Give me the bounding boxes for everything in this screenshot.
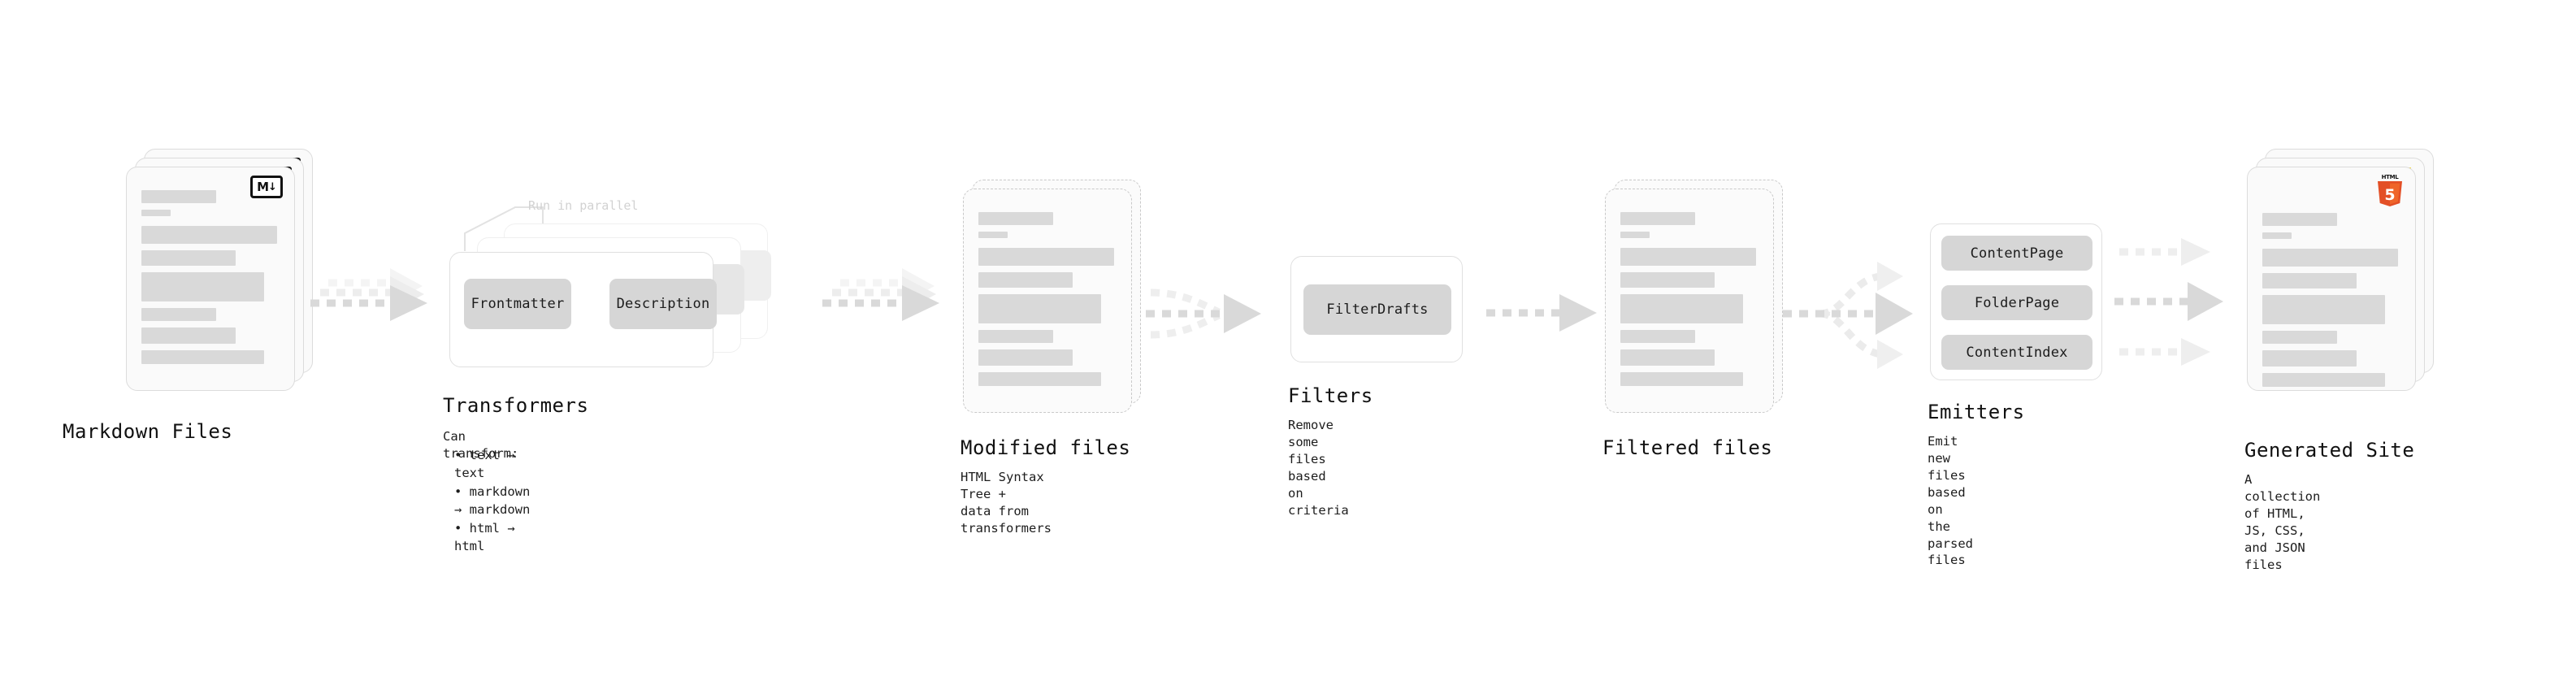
content-bar — [2262, 331, 2337, 344]
emitter-pill-folderpage[interactable]: FolderPage — [1941, 285, 2092, 320]
content-bar — [141, 350, 265, 364]
content-bar — [2262, 273, 2357, 288]
stage-title: Transformers — [443, 394, 589, 417]
emitter-pill-contentindex[interactable]: ContentIndex — [1941, 335, 2092, 370]
content-bar — [978, 294, 1102, 323]
stage-title: Emitters — [1928, 401, 2025, 423]
connector-transformers-to-modified — [821, 268, 951, 345]
filter-pill-filterdrafts[interactable]: FilterDrafts — [1303, 284, 1451, 335]
html5-shield-svg: 5 — [2378, 181, 2402, 206]
content-bar — [1620, 248, 1756, 266]
content-bar — [1620, 330, 1695, 343]
content-bar — [1620, 272, 1715, 288]
content-bar — [2262, 295, 2386, 324]
connector-filters-to-filtered — [1483, 280, 1605, 357]
list-item: • html → html — [454, 520, 515, 554]
emitters-group-box: ContentPage FolderPage ContentIndex — [1930, 223, 2102, 380]
stage-title: Markdown Files — [63, 420, 233, 443]
file-content-lines — [1620, 212, 1759, 393]
stage-title: Generated Site — [2244, 439, 2415, 462]
stage-title: Modified files — [961, 436, 1131, 459]
stage-title: Filtered files — [1602, 436, 1773, 459]
stage-subtitle: Emit new files based on the parsed files — [1928, 434, 1973, 568]
content-bar — [2262, 373, 2386, 387]
stage-subtitle: A collection of HTML, JS, CSS, and JSON … — [2244, 472, 2321, 572]
emitter-pill-contentpage[interactable]: ContentPage — [1941, 236, 2092, 271]
content-bar — [2262, 249, 2398, 267]
parallel-bracket-icon — [464, 206, 544, 251]
file-content-lines — [141, 190, 280, 371]
html5-wordmark: HTML — [2381, 174, 2399, 180]
site-card-html: HTML 5 — [2247, 167, 2416, 391]
filtered-file-card-front — [1605, 189, 1774, 413]
content-bar — [141, 210, 171, 216]
content-bar — [2262, 232, 2292, 239]
content-bar — [1620, 232, 1650, 238]
markdown-letter-front: M — [257, 179, 269, 194]
markdown-arrow-glyph-front: ↓ — [268, 180, 277, 193]
content-bar — [978, 232, 1008, 238]
connector-markdown-to-transformers — [309, 268, 439, 345]
list-item: • markdown → markdown — [454, 484, 531, 518]
html5-digit: 5 — [2384, 186, 2395, 204]
transformer-card-front: Frontmatter Description — [449, 252, 717, 367]
modified-file-card-front — [963, 189, 1132, 413]
connector-filtered-to-emitters — [1780, 236, 1926, 393]
markdown-glyph-front: M↓ — [250, 176, 283, 198]
content-bar — [141, 250, 236, 266]
content-bar — [978, 372, 1102, 386]
html5-shield-glyph: HTML 5 — [2376, 174, 2404, 206]
list-item-label: text → text — [454, 448, 515, 481]
html5-badge-icon: HTML 5 — [2376, 174, 2404, 206]
content-bar — [978, 272, 1073, 288]
content-bar — [2262, 213, 2337, 226]
content-bar — [1620, 212, 1695, 225]
three-arrows-icon — [2114, 238, 2223, 366]
split-arrow-icon — [1783, 262, 1913, 369]
transformer-pill-description[interactable]: Description — [609, 279, 717, 329]
content-bar — [978, 330, 1053, 343]
content-bar — [141, 327, 236, 344]
triple-parallel-arrow-icon — [822, 268, 939, 321]
content-bar — [1620, 294, 1744, 323]
content-bar — [978, 248, 1114, 266]
filters-group-box: FilterDrafts — [1290, 256, 1463, 362]
content-bar — [2262, 350, 2357, 367]
stage-subtitle: Can transform: — [443, 429, 519, 461]
single-arrow-icon — [1486, 294, 1597, 332]
connector-emitters-to-site — [2113, 232, 2259, 381]
merge-arrow-icon — [1146, 288, 1261, 339]
stage-subtitle: Remove some files based on criteria — [1288, 418, 1349, 518]
markdown-file-card-front: M↓ — [126, 167, 295, 391]
connector-modified-to-filters — [1138, 258, 1284, 359]
file-content-lines — [2262, 190, 2400, 393]
content-bar — [1620, 372, 1744, 386]
list-item-label: markdown → markdown — [454, 484, 531, 518]
content-bar — [141, 272, 265, 301]
file-content-lines — [978, 212, 1117, 393]
content-bar — [978, 212, 1053, 225]
transformer-pill-frontmatter[interactable]: Frontmatter — [464, 279, 571, 329]
markdown-badge-icon-front: M↓ — [250, 176, 283, 198]
content-bar — [141, 226, 277, 244]
stage-subtitle: HTML Syntax Tree + data from transformer… — [961, 470, 1052, 536]
list-item-label: html → html — [454, 520, 515, 554]
list-item: • text → text — [454, 448, 515, 481]
stage-title: Filters — [1288, 384, 1373, 407]
content-bar — [1620, 349, 1715, 366]
content-bar — [978, 349, 1073, 366]
triple-parallel-arrow-icon — [310, 268, 427, 321]
content-bar — [141, 308, 216, 321]
content-bar — [141, 190, 216, 203]
transform-bullet-list: • text → text • markdown → markdown • ht… — [443, 446, 530, 556]
parallel-note: Run in parallel — [528, 198, 639, 213]
